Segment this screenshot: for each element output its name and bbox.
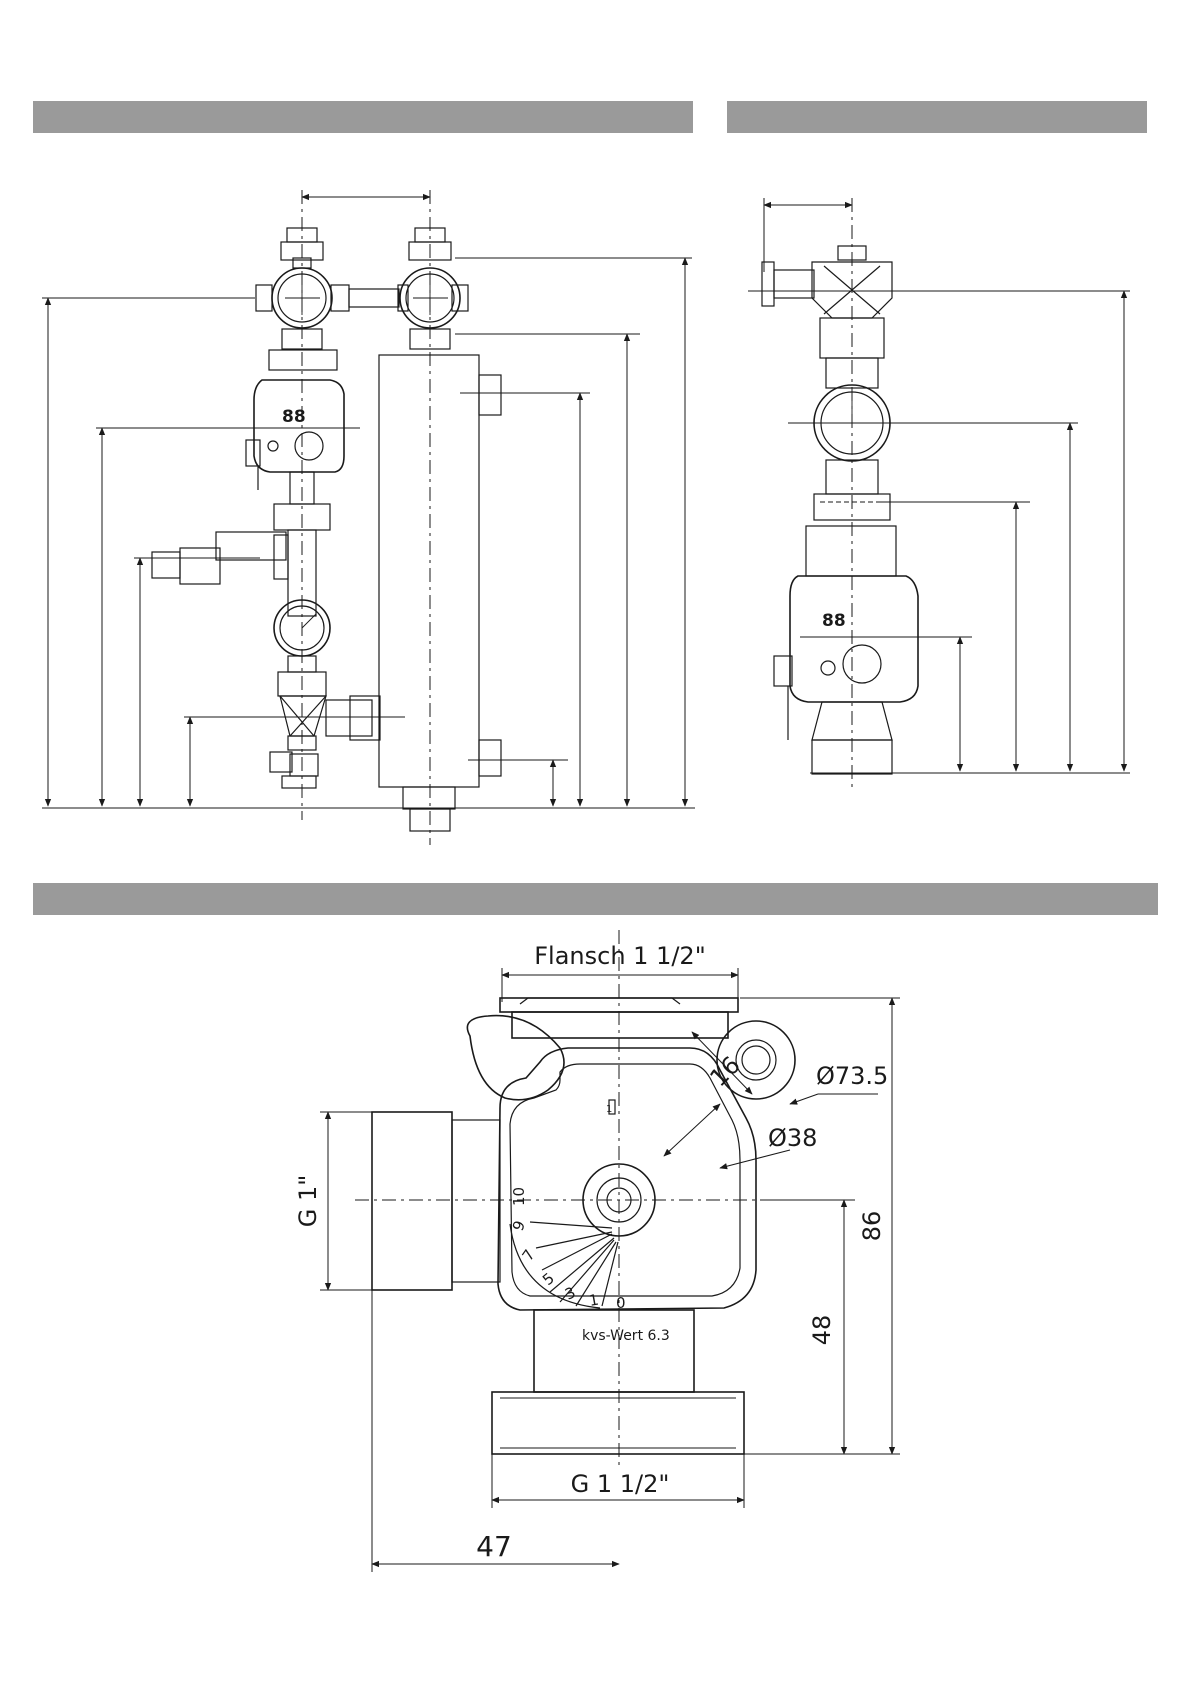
offset-label: 47 [476, 1530, 512, 1563]
diameter-outer-label: Ø73.5 [816, 1062, 888, 1090]
diameter-inner-label: Ø38 [768, 1124, 817, 1152]
flange-label: Flansch 1 1/2" [534, 942, 706, 970]
height-label: 86 [858, 1211, 886, 1242]
pump-display-right: 88 [822, 611, 846, 631]
scale-label-1: 1 [588, 1291, 601, 1310]
valve-detail-drawing: Flansch 1 1/2" G 1" 1 [294, 930, 900, 1572]
bottom-thread-label: G 1 1/2" [571, 1470, 670, 1498]
scale-label-3: 3 [562, 1283, 578, 1303]
side-view-drawing: 88 [748, 198, 1130, 790]
scale-label-10: 10 [510, 1187, 528, 1206]
marker-label: 1 [606, 1104, 612, 1115]
kvs-label: kvs-Wert 6.3 [582, 1328, 670, 1344]
pump-display-left: 88 [282, 407, 306, 427]
front-view-drawing: 88 [42, 190, 695, 845]
lower-height-label: 48 [808, 1315, 836, 1346]
side-thread-label: G 1" [294, 1175, 322, 1228]
